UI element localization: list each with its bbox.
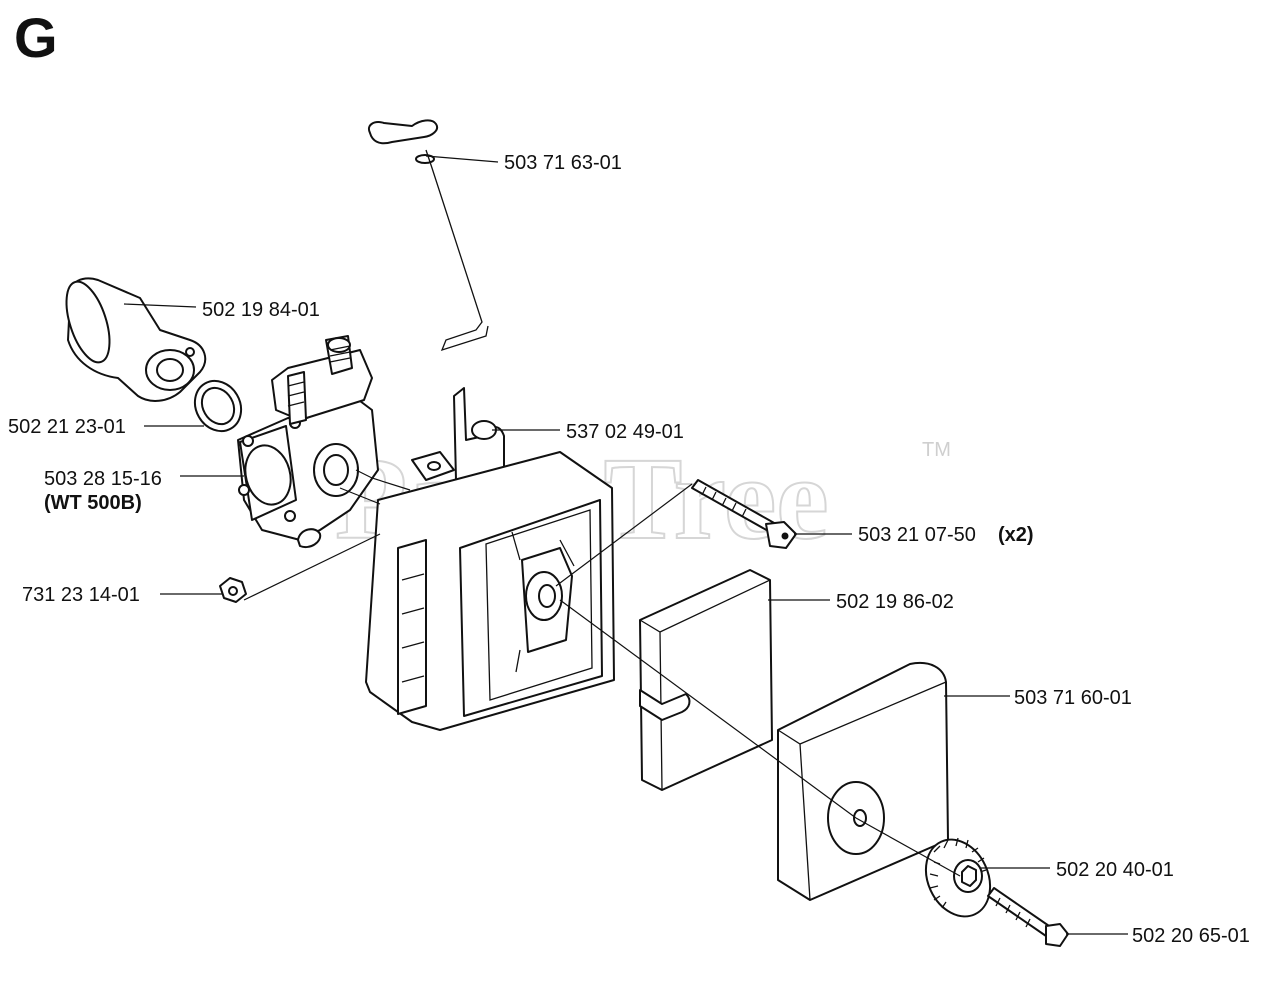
section-letter: G [14,6,58,69]
part-label: 503 71 63-01 [504,152,622,174]
o-ring-drawing [193,379,243,433]
throttle-rod-drawing [368,119,489,352]
part-label: 502 20 65-01 [1132,925,1250,947]
part-labels: 503 71 63-01 502 19 84-01 502 21 23-01 5… [8,152,1250,947]
nut-drawing [219,577,247,603]
part-label: 503 21 07-50 [858,524,976,546]
assembly-lines [243,469,961,877]
part-label: 731 23 14-01 [22,584,140,606]
air-filter-housing-drawing [365,387,615,731]
part-label: 537 02 49-01 [566,421,684,443]
carburetor-drawing [237,335,379,548]
cover-knob-drawing [924,837,992,918]
part-label: 503 28 15-16 [44,468,162,490]
part-label: 502 20 40-01 [1056,859,1174,881]
knob-bolt-drawing [987,887,1069,947]
part-note: (WT 500B) [44,492,142,514]
part-label: 502 19 84-01 [202,299,320,321]
part-label: 502 19 86-02 [836,591,954,613]
label-leaders [123,155,1128,935]
part-label: 502 21 23-01 [8,416,126,438]
screw-drawing [691,479,797,549]
part-label: 503 71 60-01 [1014,687,1132,709]
air-filter-drawing [639,569,773,791]
part-note: (x2) [998,524,1034,546]
watermark-tm: TM [922,439,951,461]
intake-elbow-drawing [65,277,207,402]
air-filter-cover-drawing [777,662,949,901]
